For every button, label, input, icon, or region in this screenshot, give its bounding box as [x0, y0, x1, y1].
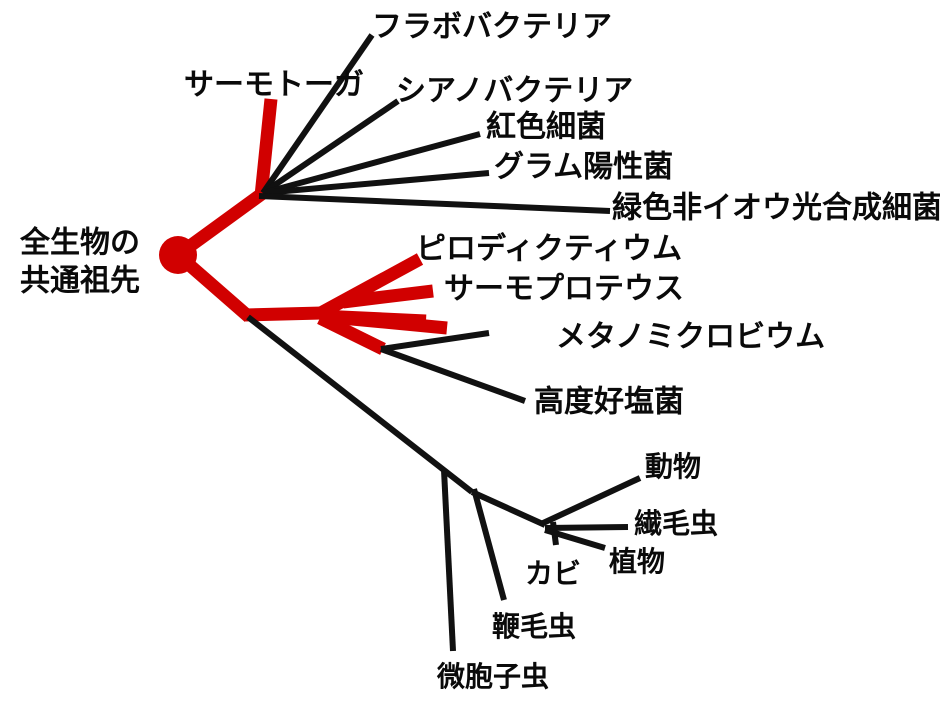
- branch-green-nonsulfur: [258, 193, 611, 214]
- label-flavobacteria: フラボバクテリア: [372, 10, 612, 45]
- branch-archaea-stem: [244, 306, 323, 322]
- label-flagellates: 鞭毛虫: [492, 610, 576, 643]
- branch-archaea-lower-b: [319, 309, 448, 335]
- branch-thermoproteus: [342, 284, 434, 309]
- branch-flagellates: [471, 488, 507, 601]
- label-animals: 動物: [645, 450, 701, 483]
- red-lineage-group: [181, 98, 448, 355]
- archaea-branch-group: [379, 330, 527, 404]
- branch-ciliates: [544, 524, 629, 531]
- branch-root-to-bacteria: [182, 187, 267, 255]
- branch-pyrodictium: [315, 253, 424, 320]
- label-gram-positive: グラム陽性菌: [494, 150, 673, 185]
- label-root-line1: 全生物の: [19, 226, 140, 261]
- label-extreme-halophiles: 高度好塩菌: [534, 385, 684, 420]
- label-root-line2: 共通祖先: [20, 264, 140, 299]
- label-pyrodictium: ピロディクティウム: [416, 232, 682, 267]
- label-thermoproteus: サーモプロテウス: [444, 272, 684, 307]
- eukaryota-branch-group: [246, 314, 642, 652]
- label-thermotoga: サーモトーガ: [184, 68, 364, 103]
- branch-root-to-archaea-euk: [181, 257, 254, 322]
- last-universal-common-ancestor-node: [159, 236, 197, 274]
- branch-extreme-halophiles: [379, 346, 527, 404]
- branch-cyanobacteria: [261, 98, 400, 196]
- branch-purple-bacteria: [262, 131, 481, 196]
- branch-gram-positive: [262, 170, 490, 196]
- branch-eukaryote-trunk: [246, 314, 474, 495]
- branch-crown-stem: [470, 489, 547, 528]
- label-fungi: カビ: [525, 557, 581, 590]
- label-cyanobacteria: シアノバクテリア: [396, 74, 633, 109]
- branch-flavobacteria: [260, 33, 375, 195]
- label-plants: 植物: [609, 545, 665, 578]
- branch-microsporidia: [441, 469, 456, 652]
- branch-thermotoga: [254, 98, 278, 197]
- label-purple-bacteria: 紅色細菌: [486, 110, 606, 145]
- branch-archaea-to-eury-hub: [317, 312, 386, 355]
- label-group: 全生物の 共通祖先 サーモトーガ フラボバクテリア シアノバクテリア 紅色細菌 …: [19, 10, 940, 694]
- bacteria-branch-group: [258, 33, 611, 214]
- label-green-nonsulfur: 緑色非イオウ光合成細菌: [612, 191, 940, 226]
- branch-methanomicrobium: [380, 330, 490, 352]
- label-microsporidia: 微胞子虫: [436, 660, 549, 693]
- label-methanomicrobium: メタノミクロビウム: [556, 320, 825, 355]
- label-ciliates: 繊毛虫: [634, 507, 718, 540]
- branch-plants: [544, 527, 606, 551]
- branch-animals: [539, 475, 642, 527]
